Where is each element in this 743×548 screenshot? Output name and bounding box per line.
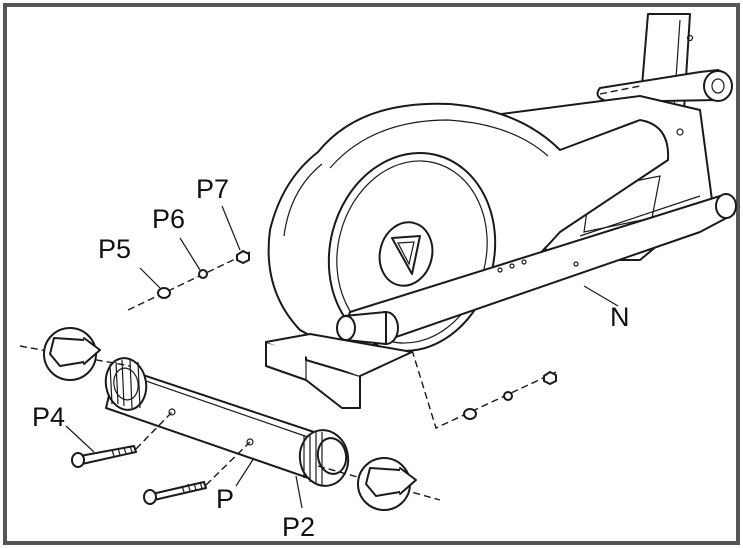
washer-p5: [157, 287, 171, 299]
nut-right: [543, 371, 557, 385]
label-n: N: [610, 302, 630, 332]
elliptical-frame-body: [267, 13, 737, 353]
front-stabilizer-tube: [104, 357, 350, 509]
label-p: P: [216, 484, 234, 514]
leader-p: [235, 457, 255, 487]
spring-washer-right: [503, 391, 513, 401]
washer-right: [463, 408, 477, 420]
diagram-frame: [3, 3, 740, 545]
fastener-group-left: [127, 205, 251, 311]
bolt-p4-upper: [71, 445, 137, 468]
left-end-cap: [104, 357, 148, 411]
bolt-path-upper: [135, 411, 173, 450]
rotation-arrow-right-icon: [317, 457, 441, 511]
bolt-p4-lower: [143, 481, 207, 505]
rotation-arrow-left-icon: [19, 327, 131, 381]
nut-p7: [236, 250, 250, 264]
label-p4: P4: [32, 402, 65, 432]
spring-washer-p6: [198, 269, 208, 279]
fastener-group-right: [411, 349, 557, 429]
link-arm-holes: [497, 259, 579, 273]
label-p6: P6: [152, 204, 185, 234]
leader-p4: [65, 425, 95, 453]
front-mounting-bracket: [265, 333, 413, 409]
right-end-cap: [298, 429, 350, 487]
leader-n: [583, 285, 619, 307]
label-p5: P5: [98, 234, 131, 264]
label-p2: P2: [282, 512, 315, 542]
leader-p2: [295, 475, 303, 509]
label-p7: P7: [196, 174, 229, 204]
